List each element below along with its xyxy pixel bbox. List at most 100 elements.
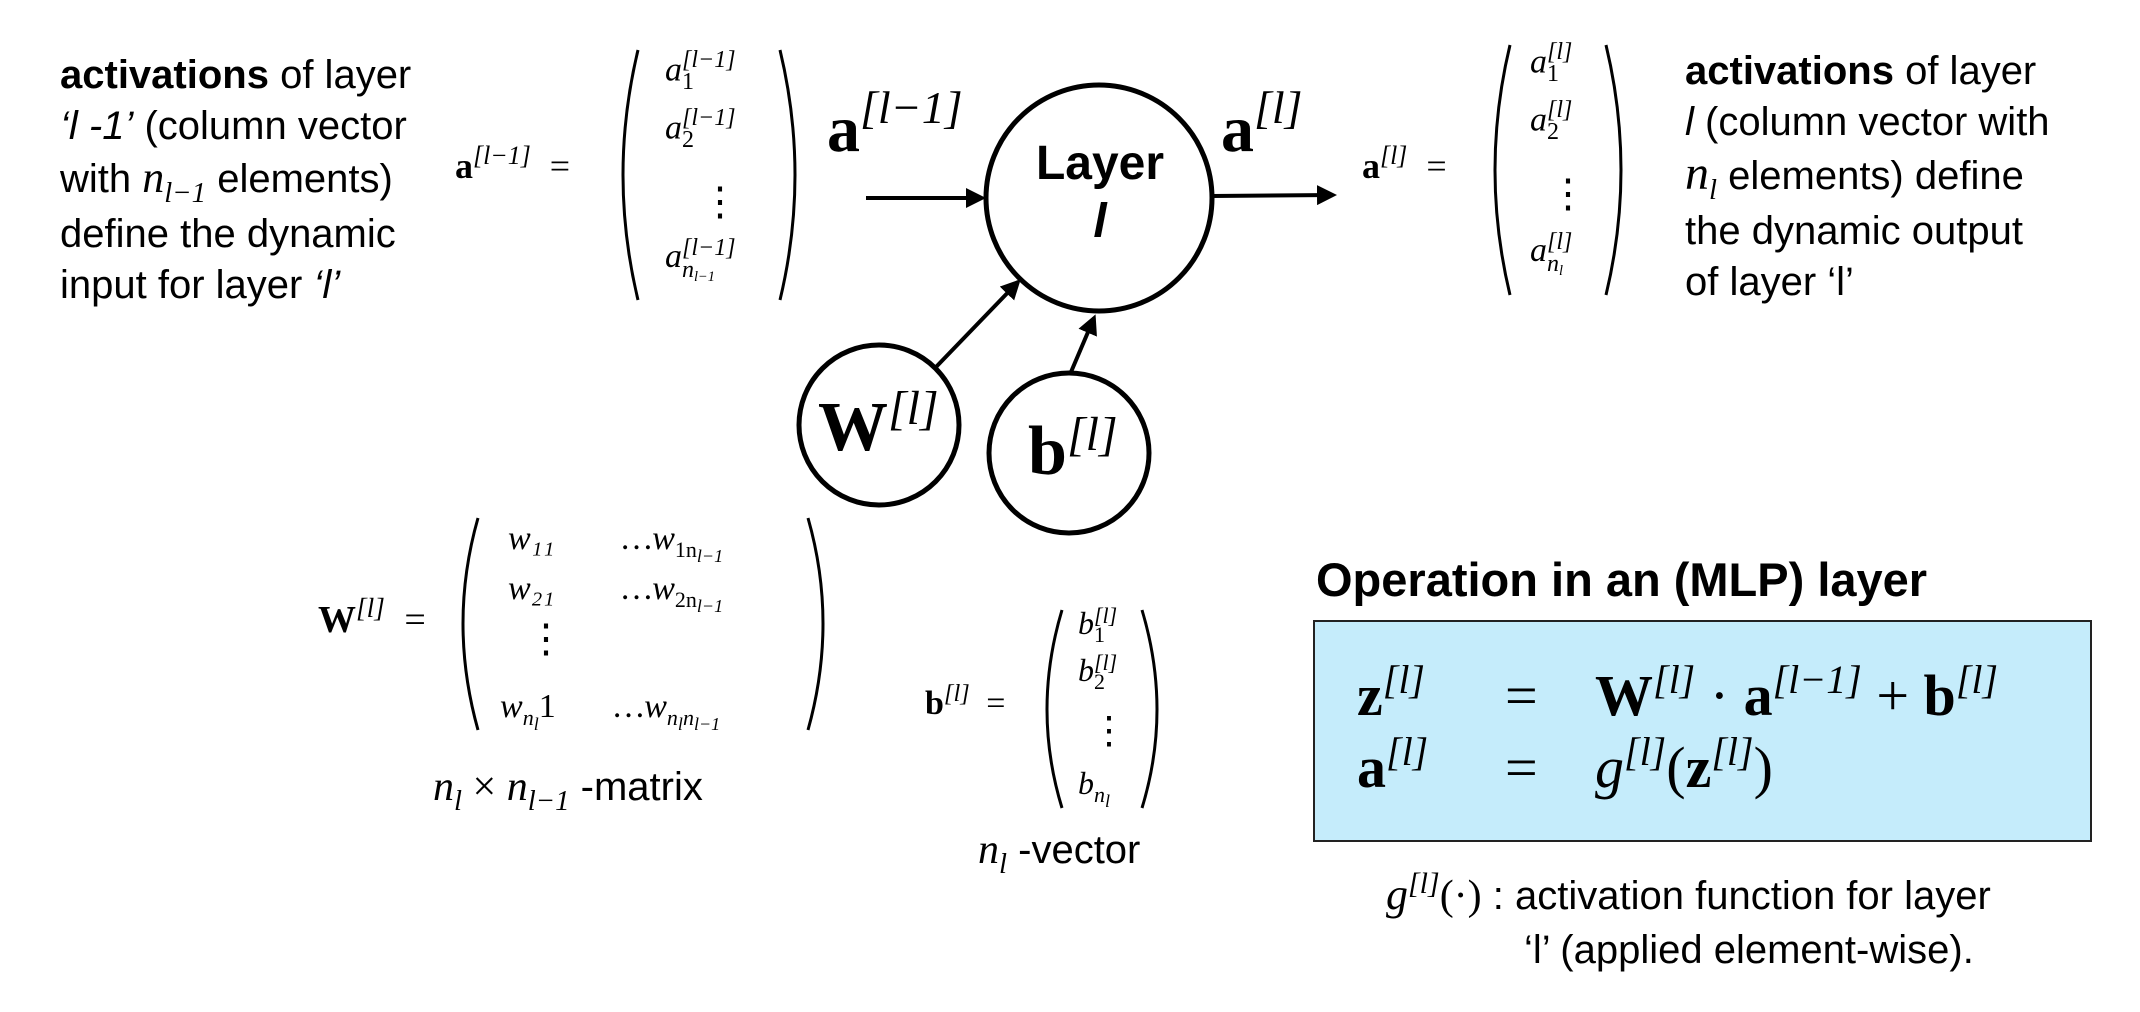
entry-sup: [l] (1094, 603, 1118, 629)
activation-function-note: g[l](·) : activation function for layer … (1386, 867, 1991, 975)
symbol: W (318, 599, 356, 641)
entry-sub: 1 (1547, 60, 1559, 87)
superscript: [l] (1380, 140, 1408, 170)
entry-base: a (665, 109, 682, 147)
desc-bold: activations (60, 53, 269, 97)
symbol: g (1595, 735, 1624, 800)
equals-sign: = (986, 685, 1006, 722)
layer-node (983, 82, 1215, 314)
math-n: n (978, 827, 999, 873)
desc-text: (column vector with (1693, 100, 2050, 144)
math-sub: l (454, 785, 463, 818)
bias-vector-entry-n: bnl (1078, 765, 1110, 811)
entry-sub: 2n (674, 586, 697, 612)
desc-text: (column vector (133, 104, 407, 148)
bias-arrow (1069, 314, 1097, 373)
equals-sign: = (549, 146, 571, 186)
entry-sub: 2 (1094, 669, 1105, 694)
symbol: a (1221, 93, 1254, 166)
entry-sub: n (522, 704, 534, 730)
output-vector-entry-n: a[l]nl (1530, 231, 1572, 280)
desc-text: with (60, 157, 143, 201)
note-text: : activation function for layer (1481, 874, 1991, 918)
symbol: a (1362, 146, 1380, 186)
layer-word: Layer (1035, 137, 1165, 190)
entry-subsub: l−1 (696, 596, 724, 617)
desc-text: of layer (268, 53, 412, 97)
symbol: W (1595, 663, 1653, 728)
argument: (·) (1439, 873, 1482, 919)
bias-node (986, 370, 1152, 536)
entry-subsub: l (677, 714, 683, 735)
input-vector-right-bracket (778, 49, 797, 301)
superscript: [l] (1386, 729, 1429, 774)
superscript: [l] (1254, 82, 1303, 134)
entry-base: b (1078, 765, 1094, 801)
superscript: [l] (1382, 657, 1425, 702)
output-arrow-label: a[l] (1221, 82, 1303, 168)
entry-base: a (665, 238, 682, 275)
weight-matrix-r1c1: w₁₁ (508, 520, 555, 557)
entry-base: a (1530, 232, 1547, 269)
bias-vector-lhs: b[l] = (925, 680, 1006, 723)
symbol: z (1685, 735, 1712, 800)
equation-2-rhs: g[l](z[l]) (1595, 729, 1773, 801)
output-activations-description: activations of layer l (column vector wi… (1685, 46, 2050, 308)
output-arrow (1211, 185, 1337, 206)
desc-text: elements) define (1717, 154, 2024, 198)
desc-text: of layer ‘l’ (1685, 260, 1854, 304)
caption-text: -matrix (569, 765, 703, 809)
equation-2-lhs: a[l] (1357, 729, 1428, 801)
operator: · (1695, 663, 1744, 728)
superscript: [l] (888, 381, 939, 435)
caption-text: -vector (1007, 828, 1141, 872)
weight-matrix-r2c1: w₂₁ (508, 570, 555, 607)
math-sub: l−1 (527, 785, 570, 818)
weight-matrix-lhs: W[l] = (318, 593, 426, 642)
entry-sub: n (666, 704, 678, 730)
entry-subsub: l (1559, 263, 1563, 280)
weight-matrix-dots: ⋮ (526, 616, 566, 661)
math-sub: l−1 (164, 177, 207, 210)
entry-subsub: l−1 (694, 269, 715, 286)
layer-letter: l (1093, 195, 1107, 248)
symbol: a (827, 93, 860, 166)
entry-sub: 2 (682, 126, 694, 153)
entry-sup: [l−1] (682, 47, 736, 73)
superscript: [l] (1653, 657, 1696, 702)
superscript: [l] (943, 679, 970, 707)
entry-sub: 1 (1094, 622, 1105, 647)
input-vector-entry-n: a[l−1]nl−1 (665, 237, 736, 286)
entry-base: …w (614, 688, 667, 725)
math-n: n (506, 764, 528, 810)
superscript: [l] (1955, 657, 1999, 702)
bias-vector-left-bracket (1045, 609, 1064, 809)
output-vector-lhs: a[l] = (1362, 141, 1447, 187)
weight-matrix-right-bracket (806, 517, 825, 731)
entry-sub: 1n (674, 536, 697, 562)
input-vector-entry-1: a[l−1]1 (665, 47, 736, 95)
symbol: g (1386, 870, 1408, 919)
input-vector-lhs: a[l−1] = (455, 141, 571, 187)
desc-text: input for layer (60, 263, 314, 307)
equation-2-equals: = (1505, 735, 1538, 800)
equation-1-rhs: W[l] · a[l−1] + b[l] (1595, 657, 1998, 729)
desc-italic: ‘l -1’ (60, 104, 134, 148)
weight-matrix-r4c1: wnl1 (500, 688, 556, 734)
weight-matrix-left-bracket (461, 517, 480, 731)
output-vector-entry-2: a[l]2 (1530, 98, 1572, 143)
input-arrow-label: a[l−1] (827, 82, 963, 168)
math-n: n (433, 764, 454, 810)
entry-subsub: l−1 (696, 546, 724, 567)
bias-node-label: b[l] (1028, 408, 1118, 492)
symbol: a (455, 146, 473, 186)
superscript: [l−1] (860, 82, 963, 134)
math-n: n (1685, 147, 1709, 200)
output-vector-entry-1: a[l]1 (1530, 40, 1572, 87)
symbol: b (1028, 413, 1067, 490)
entry-sub: 1 (682, 68, 694, 95)
input-vector-left-bracket (621, 49, 640, 301)
entry-base: …w (622, 570, 675, 607)
operator: + (1861, 663, 1924, 728)
